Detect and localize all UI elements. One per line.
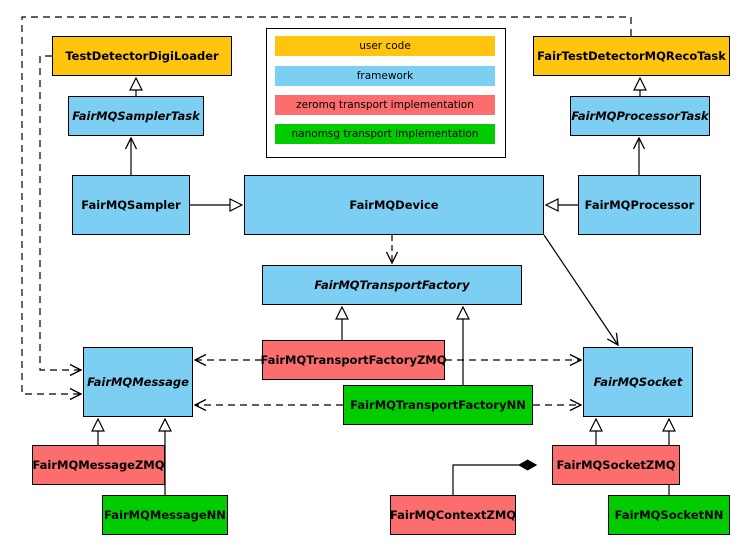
class-node-fairmqtransportfactory[interactable]: FairMQTransportFactory bbox=[262, 265, 522, 305]
class-node-fairmqmessage[interactable]: FairMQMessage bbox=[83, 347, 193, 417]
legend-item-user-code: user code bbox=[275, 36, 495, 56]
class-node-fairmqtransportfactorynn[interactable]: FairMQTransportFactoryNN bbox=[343, 385, 533, 425]
class-node-fairmqsamplertask[interactable]: FairMQSamplerTask bbox=[68, 96, 204, 136]
class-label: FairMQSocket bbox=[593, 374, 683, 389]
legend-item-nanomsg: nanomsg transport implementation bbox=[275, 124, 495, 144]
class-node-fairmqsampler[interactable]: FairMQSampler bbox=[72, 175, 190, 235]
class-node-fairtestdetectormqrecotask[interactable]: FairTestDetectorMQRecoTask bbox=[533, 36, 730, 76]
class-node-fairmqmessagenn[interactable]: FairMQMessageNN bbox=[102, 495, 228, 535]
class-label: FairMQTransportFactory bbox=[314, 277, 470, 292]
class-label: FairMQProcessor bbox=[584, 197, 695, 212]
class-node-fairmqprocessortask[interactable]: FairMQProcessorTask bbox=[570, 96, 710, 136]
legend-item-zeromq: zeromq transport implementation bbox=[275, 95, 495, 115]
class-node-fairmqdevice[interactable]: FairMQDevice bbox=[244, 175, 544, 235]
class-node-fairmqcontextzmq[interactable]: FairMQContextZMQ bbox=[390, 495, 516, 535]
class-label: FairMQSocketNN bbox=[614, 507, 724, 522]
class-node-fairmqmessagezmq[interactable]: FairMQMessageZMQ bbox=[32, 445, 165, 485]
class-node-fairmqsocketnn[interactable]: FairMQSocketNN bbox=[608, 495, 730, 535]
edge-contextzmq-socketzmq bbox=[452, 459, 538, 495]
class-node-testdetectordigiloader[interactable]: TestDetectorDigiLoader bbox=[52, 36, 232, 76]
edge-device-socket bbox=[543, 234, 618, 345]
class-label: FairMQTransportFactoryNN bbox=[350, 397, 526, 412]
class-label: FairTestDetectorMQRecoTask bbox=[537, 48, 726, 63]
class-label: FairMQContextZMQ bbox=[389, 507, 517, 522]
legend-label-framework: framework bbox=[356, 70, 414, 82]
class-label: FairMQSamplerTask bbox=[72, 108, 200, 123]
class-label: TestDetectorDigiLoader bbox=[65, 48, 219, 63]
class-label: FairMQMessageZMQ bbox=[32, 457, 165, 472]
class-node-fairmqtransportfactoryzmq[interactable]: FairMQTransportFactoryZMQ bbox=[261, 340, 447, 380]
edge-recotask-message bbox=[21, 16, 632, 394]
legend-label-zeromq: zeromq transport implementation bbox=[296, 99, 474, 111]
class-node-fairmqsocketzmq[interactable]: FairMQSocketZMQ bbox=[552, 445, 680, 485]
legend-label-nanomsg: nanomsg transport implementation bbox=[291, 128, 479, 140]
class-label: FairMQDevice bbox=[349, 197, 439, 212]
class-label: FairMQSocketZMQ bbox=[556, 457, 676, 472]
legend-label-user-code: user code bbox=[359, 40, 411, 52]
class-node-fairmqsocket[interactable]: FairMQSocket bbox=[583, 347, 693, 417]
class-node-fairmqprocessor[interactable]: FairMQProcessor bbox=[578, 175, 701, 235]
class-label: FairMQSampler bbox=[81, 197, 181, 212]
legend-item-framework: framework bbox=[275, 66, 495, 86]
class-label: FairMQMessageNN bbox=[104, 507, 226, 522]
class-label: FairMQProcessorTask bbox=[571, 108, 709, 123]
class-label: FairMQMessage bbox=[87, 374, 189, 389]
class-label: FairMQTransportFactoryZMQ bbox=[260, 352, 447, 367]
edge-digiloader-message bbox=[39, 55, 81, 370]
